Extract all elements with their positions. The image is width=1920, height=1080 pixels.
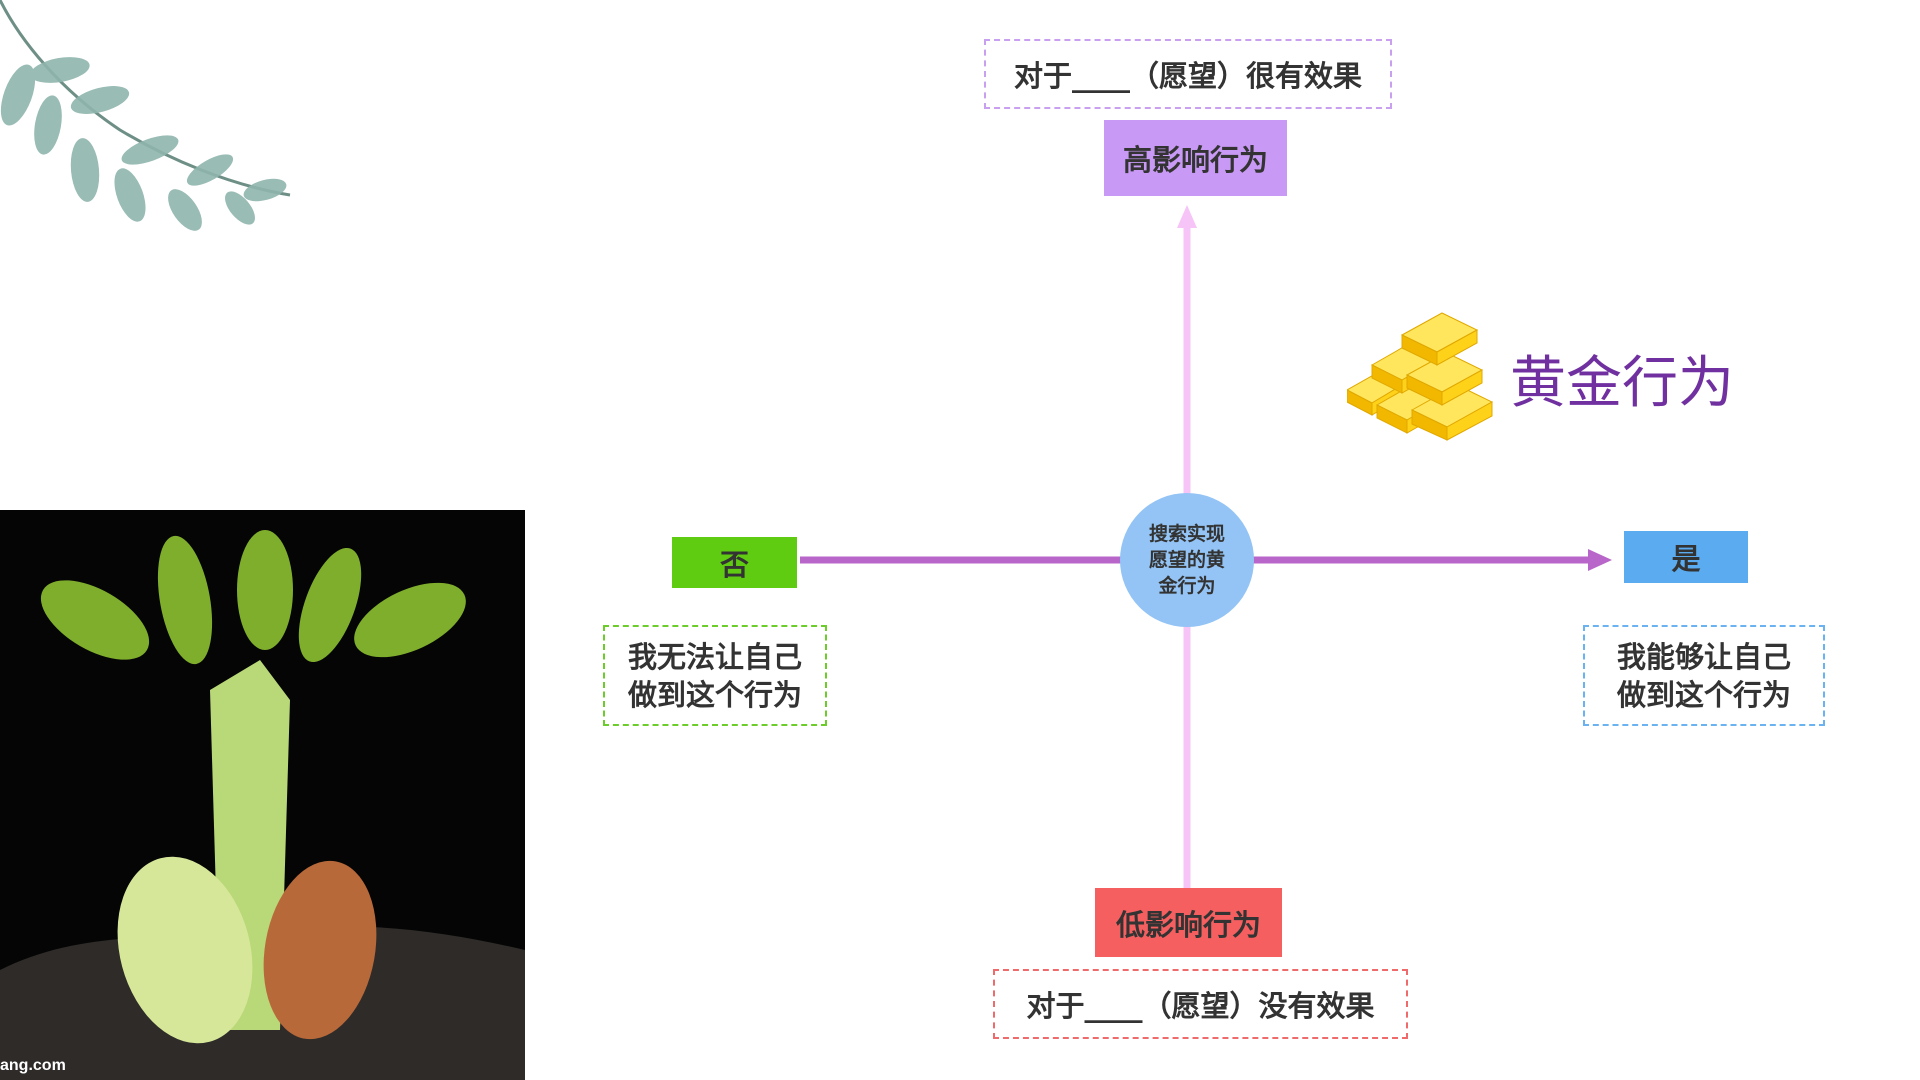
left-note: 我无法让自己 做到这个行为 bbox=[603, 625, 827, 726]
right-label: 是 bbox=[1624, 531, 1748, 583]
left-note-line-2: 做到这个行为 bbox=[627, 677, 802, 712]
bottom-label: 低影响行为 bbox=[1095, 888, 1282, 957]
axes bbox=[800, 205, 1612, 888]
right-note-line-2: 做到这个行为 bbox=[1616, 677, 1791, 712]
right-note: 我能够让自己 做到这个行为 bbox=[1583, 625, 1825, 726]
left-label: 否 bbox=[672, 537, 797, 588]
leaf-branch-decoration bbox=[0, 0, 291, 231]
bottom-note: 对于____（愿望）没有效果 bbox=[993, 969, 1408, 1039]
top-label: 高影响行为 bbox=[1104, 120, 1287, 196]
arrow-up-icon bbox=[1177, 205, 1197, 228]
arrow-right-icon bbox=[1588, 549, 1612, 571]
right-note-line-1: 我能够让自己 bbox=[1616, 639, 1791, 674]
left-note-line-1: 我无法让自己 bbox=[627, 639, 802, 674]
golden-behavior-title: 黄金行为 bbox=[1510, 351, 1734, 416]
gold-bars-icon bbox=[1347, 312, 1494, 441]
photo-watermark: ang.com bbox=[0, 1057, 66, 1074]
center-line-2: 愿望的黄 bbox=[1148, 549, 1225, 571]
center-line-3: 金行为 bbox=[1158, 575, 1216, 597]
center-node: 搜索实现 愿望的黄 金行为 bbox=[1120, 493, 1254, 627]
seedling-photo: ang.com bbox=[0, 510, 525, 1080]
top-note: 对于____（愿望）很有效果 bbox=[984, 39, 1392, 109]
center-line-1: 搜索实现 bbox=[1148, 523, 1225, 545]
